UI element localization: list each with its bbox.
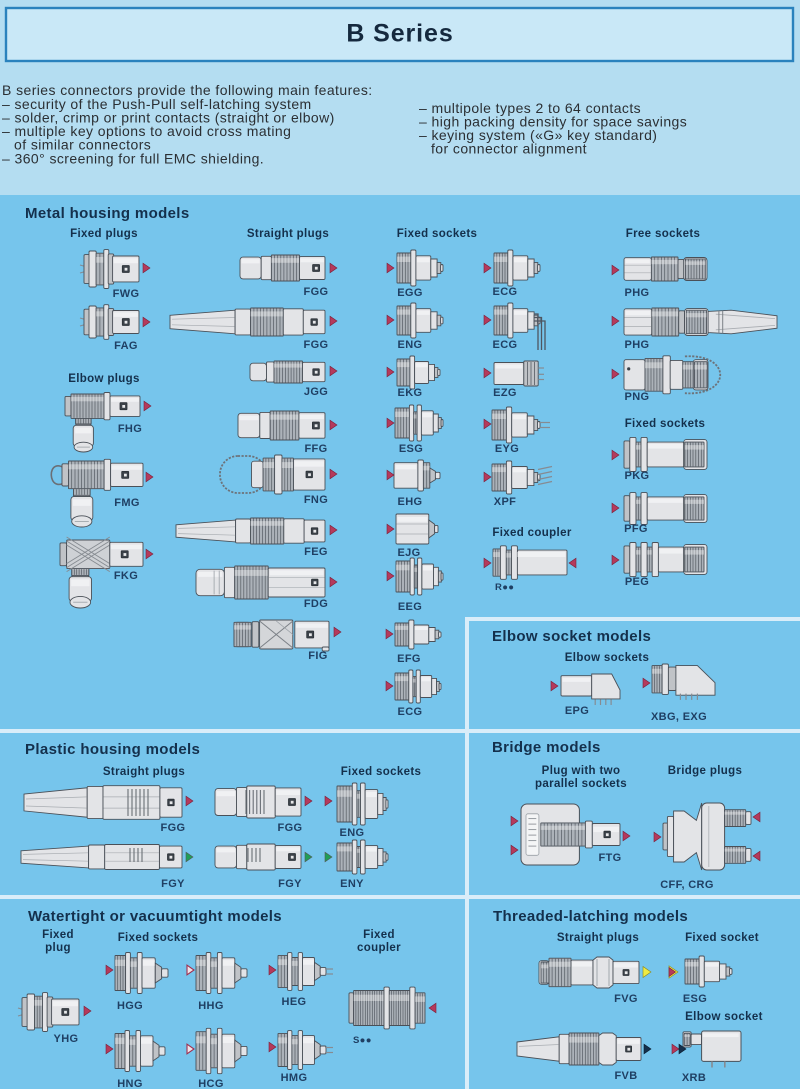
svg-text:FGG: FGG [304, 339, 329, 351]
svg-text:EFG: EFG [397, 653, 421, 665]
svg-text:plug: plug [45, 942, 71, 954]
svg-text:– 360° screening for full EMC: – 360° screening for full EMC shielding. [2, 151, 264, 167]
svg-text:Free sockets: Free sockets [626, 228, 701, 240]
svg-text:FEG: FEG [304, 546, 328, 558]
svg-text:Threaded-latching models: Threaded-latching models [493, 908, 688, 925]
svg-text:FNG: FNG [304, 494, 328, 506]
svg-text:of similar connectors: of similar connectors [14, 137, 151, 153]
svg-text:Fixed coupler: Fixed coupler [492, 527, 571, 539]
svg-text:ENG: ENG [398, 339, 423, 351]
svg-text:Plastic housing models: Plastic housing models [25, 741, 200, 758]
svg-text:Watertight or vacuumtight mode: Watertight or vacuumtight models [28, 908, 282, 925]
svg-text:HHG: HHG [198, 1000, 224, 1012]
svg-text:Bridge models: Bridge models [492, 739, 601, 756]
svg-text:XPF: XPF [494, 496, 516, 508]
svg-text:S●●: S●● [353, 1035, 372, 1046]
svg-text:Fixed sockets: Fixed sockets [118, 932, 199, 944]
svg-text:ESG: ESG [683, 993, 707, 1005]
svg-text:– multipole types 2 to 64 cont: – multipole types 2 to 64 contacts [419, 100, 641, 116]
svg-text:ENG: ENG [340, 827, 365, 839]
svg-text:FGG: FGG [304, 286, 329, 298]
svg-text:Elbow sockets: Elbow sockets [565, 652, 649, 664]
svg-text:PHG: PHG [625, 287, 650, 299]
svg-text:Metal housing models: Metal housing models [25, 205, 190, 222]
svg-text:coupler: coupler [357, 942, 401, 954]
svg-text:PEG: PEG [625, 576, 649, 588]
svg-text:EEG: EEG [398, 601, 422, 613]
svg-text:– multiple key options to avoi: – multiple key options to avoid cross ma… [2, 123, 291, 139]
svg-text:B series connectors provide th: B series connectors provide the followin… [2, 82, 373, 98]
svg-text:ECG: ECG [398, 706, 423, 718]
svg-text:EPG: EPG [565, 705, 589, 717]
svg-text:ECG: ECG [493, 286, 518, 298]
svg-text:FWG: FWG [113, 288, 140, 300]
svg-text:– solder, crimp or print conta: – solder, crimp or print contacts (strai… [2, 110, 335, 126]
svg-text:FVG: FVG [614, 993, 638, 1005]
svg-text:R●●: R●● [495, 582, 514, 593]
svg-text:FGG: FGG [278, 822, 303, 834]
svg-text:Fixed socket: Fixed socket [685, 932, 759, 944]
svg-text:Straight plugs: Straight plugs [247, 228, 329, 240]
svg-text:Elbow socket models: Elbow socket models [492, 628, 651, 645]
svg-text:EJG: EJG [397, 547, 420, 559]
svg-text:PHG: PHG [625, 339, 650, 351]
svg-text:PNG: PNG [625, 391, 650, 403]
svg-text:Elbow plugs: Elbow plugs [68, 373, 140, 385]
svg-text:Bridge plugs: Bridge plugs [668, 765, 742, 777]
svg-text:FGG: FGG [161, 822, 186, 834]
svg-text:EZG: EZG [493, 387, 517, 399]
svg-text:Fixed plugs: Fixed plugs [70, 228, 138, 240]
svg-text:PFG: PFG [624, 523, 648, 535]
svg-text:FGY: FGY [161, 878, 185, 890]
svg-text:ENY: ENY [340, 878, 364, 890]
svg-text:Straight plugs: Straight plugs [103, 766, 185, 778]
svg-text:EHG: EHG [398, 496, 423, 508]
svg-text:Fixed sockets: Fixed sockets [341, 766, 422, 778]
svg-text:parallel sockets: parallel sockets [535, 778, 627, 790]
svg-text:HGG: HGG [117, 1000, 143, 1012]
svg-text:Fixed sockets: Fixed sockets [625, 418, 706, 430]
svg-text:XRB: XRB [682, 1072, 706, 1084]
svg-text:– keying system («G» key stand: – keying system («G» key standard) [419, 127, 657, 143]
svg-text:EYG: EYG [495, 443, 519, 455]
svg-text:YHG: YHG [54, 1033, 79, 1045]
svg-text:Fixed sockets: Fixed sockets [397, 228, 478, 240]
svg-text:FIG: FIG [308, 650, 327, 662]
svg-text:Elbow socket: Elbow socket [685, 1011, 763, 1023]
svg-text:FAG: FAG [114, 340, 138, 352]
svg-text:XBG, EXG: XBG, EXG [651, 711, 707, 723]
svg-text:CFF, CRG: CFF, CRG [660, 879, 714, 891]
svg-text:HCG: HCG [198, 1078, 224, 1089]
svg-text:FMG: FMG [114, 497, 140, 509]
svg-text:HNG: HNG [117, 1078, 143, 1089]
svg-text:HEG: HEG [282, 996, 307, 1008]
svg-text:Plug with two: Plug with two [542, 765, 621, 777]
svg-text:ECG: ECG [493, 339, 518, 351]
svg-text:FHG: FHG [118, 423, 142, 435]
svg-text:FVB: FVB [614, 1070, 637, 1082]
svg-text:JGG: JGG [304, 386, 328, 398]
svg-text:EGG: EGG [397, 287, 423, 299]
svg-text:EKG: EKG [398, 387, 423, 399]
svg-text:HMG: HMG [281, 1072, 308, 1084]
svg-text:Straight plugs: Straight plugs [557, 932, 639, 944]
svg-text:FKG: FKG [114, 570, 138, 582]
svg-text:Fixed: Fixed [363, 929, 395, 941]
svg-text:FDG: FDG [304, 598, 328, 610]
svg-text:FFG: FFG [304, 443, 327, 455]
svg-text:FTG: FTG [598, 852, 621, 864]
svg-text:– security of the Push-Pull se: – security of the Push-Pull self-latchin… [2, 96, 312, 112]
svg-text:B Series: B Series [346, 20, 453, 48]
svg-text:FGY: FGY [278, 878, 302, 890]
svg-text:Fixed: Fixed [42, 929, 74, 941]
svg-text:PKG: PKG [625, 470, 650, 482]
svg-text:for connector alignment: for connector alignment [431, 141, 587, 157]
svg-text:– high packing density for spa: – high packing density for space savings [419, 114, 687, 130]
svg-text:ESG: ESG [399, 443, 423, 455]
